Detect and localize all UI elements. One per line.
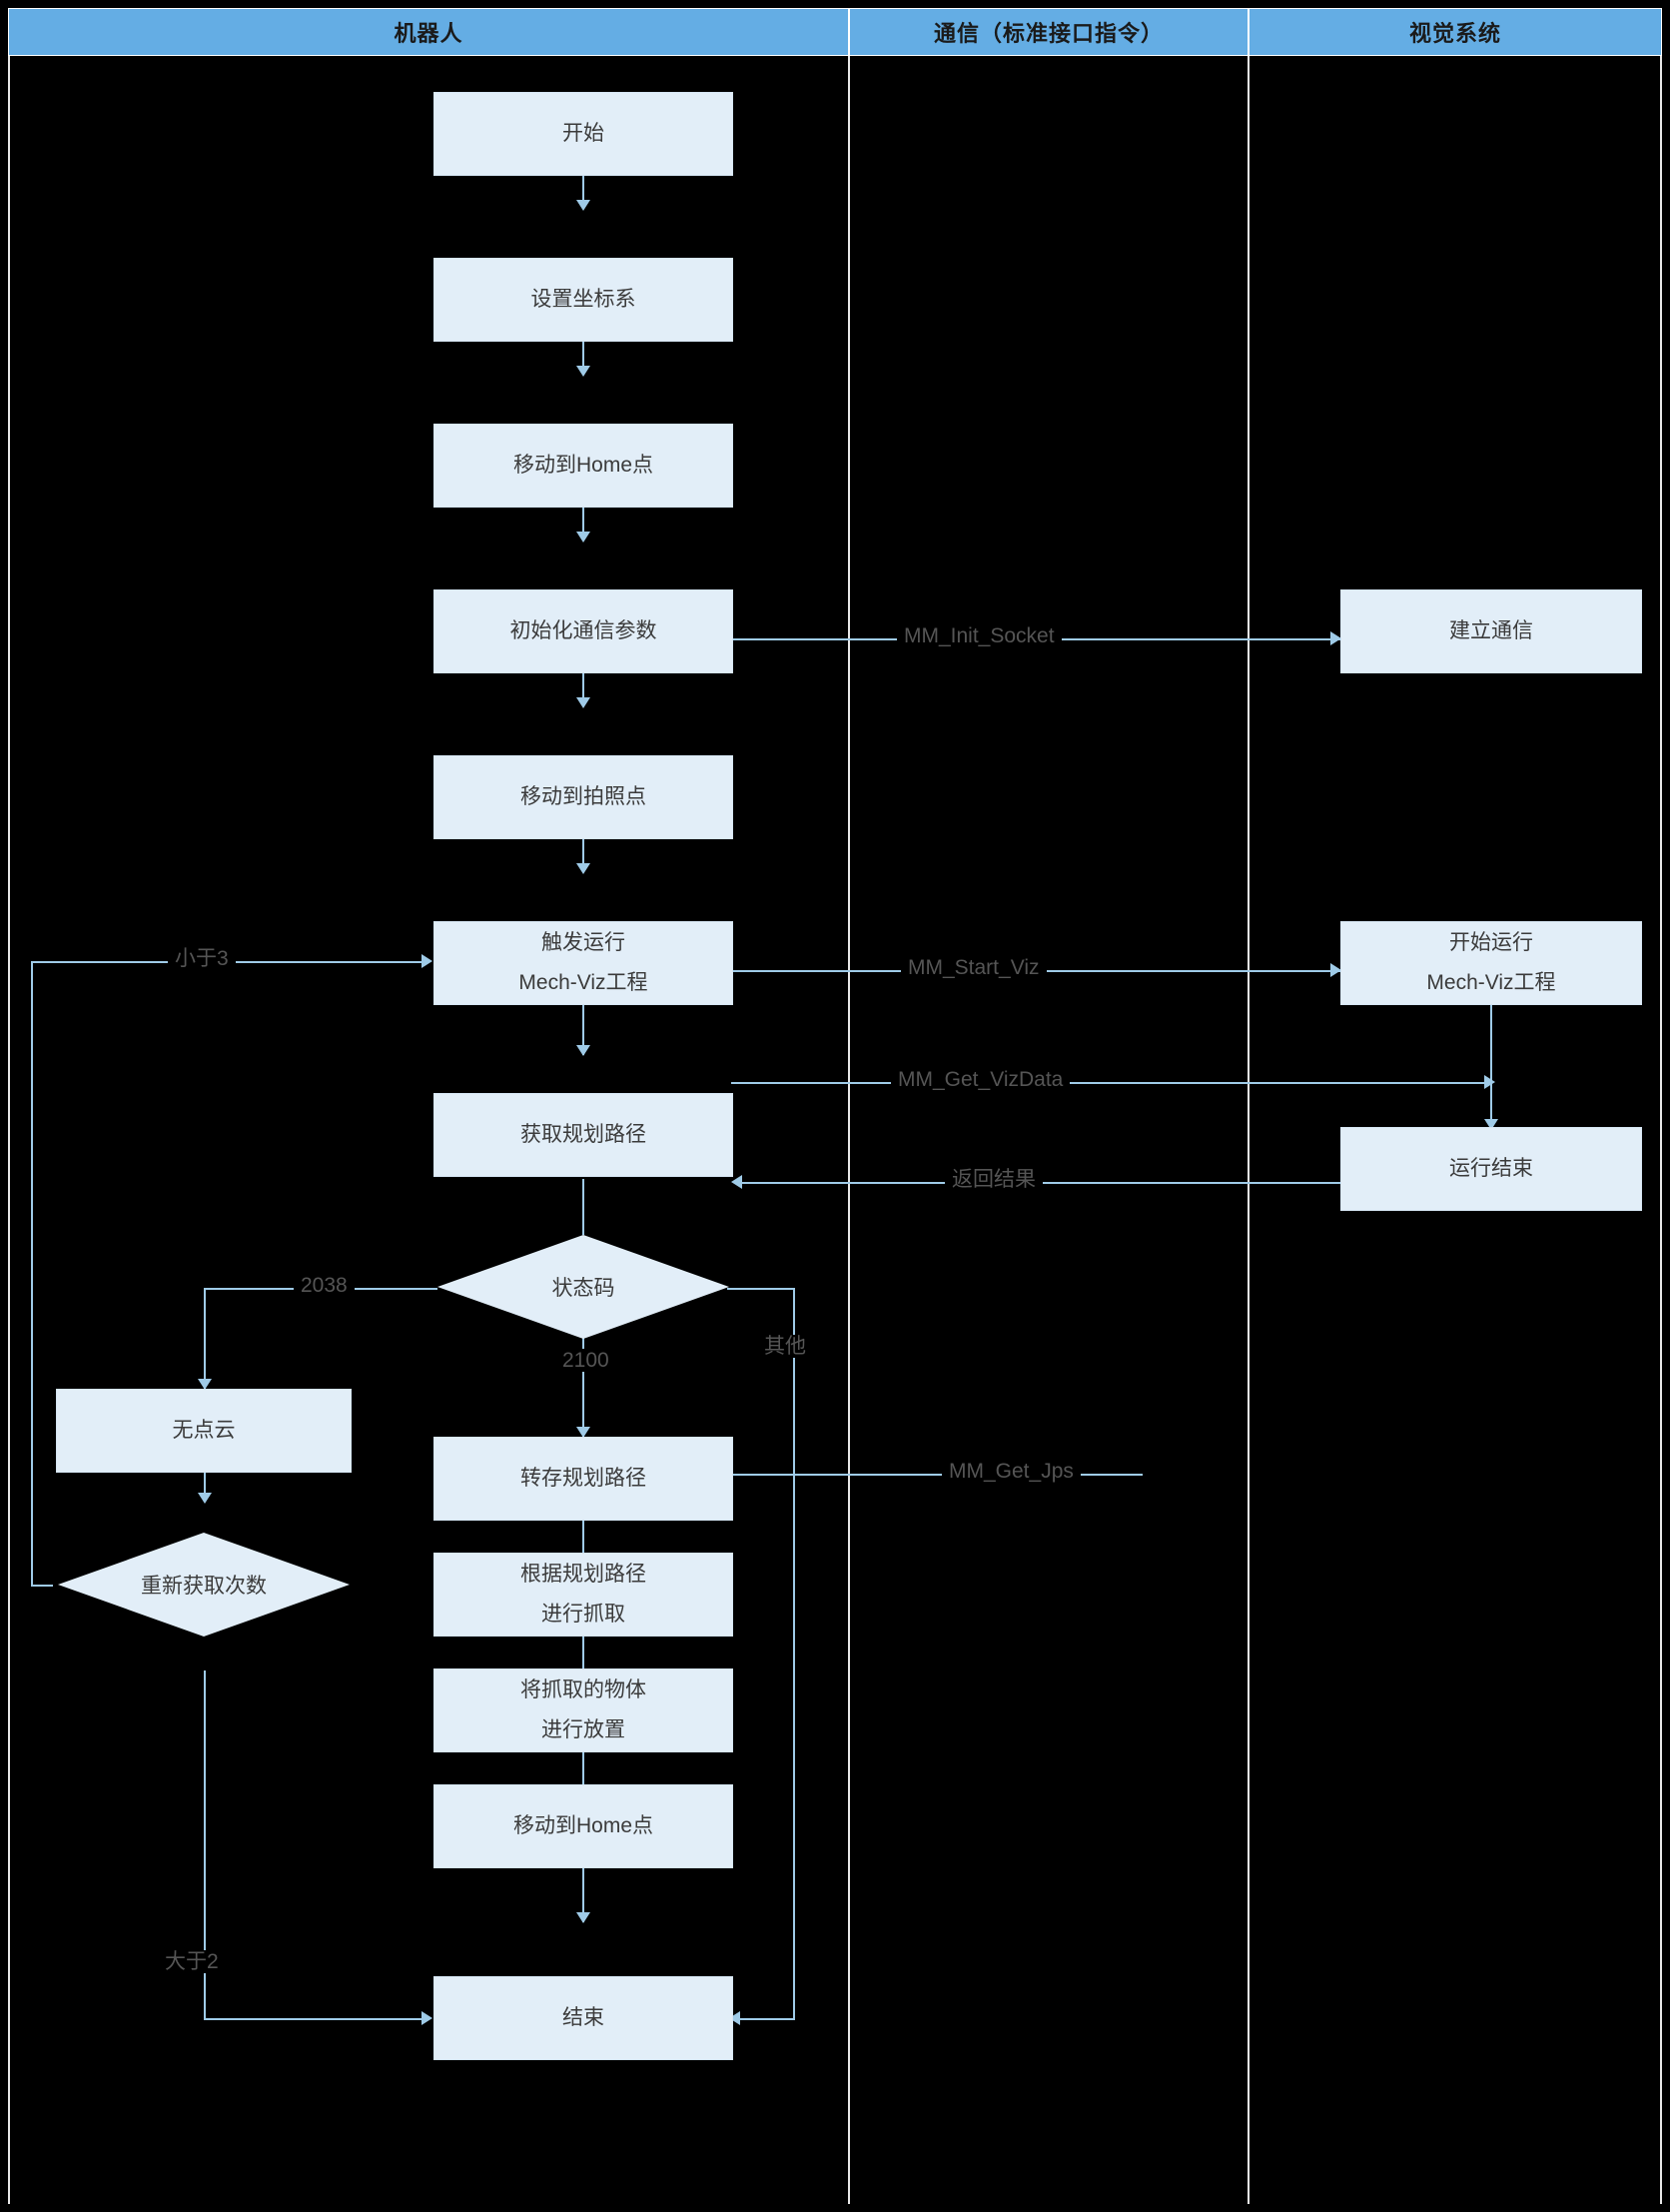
arrow-home1-to-initcomm [576, 532, 590, 543]
arrow-lessthan3-to-triggerviz [421, 954, 432, 968]
edge-label-get-vizdata: MM_Get_VizData [891, 1068, 1071, 1092]
node-init-communication-params[interactable]: 初始化通信参数 [433, 589, 733, 673]
node-grab-line1: 根据规划路径 [520, 1563, 646, 1587]
node-retry-count-decision[interactable]: 重新获取次数 [58, 1533, 350, 1637]
node-trigger-mechviz-project[interactable]: 触发运行 Mech-Viz工程 [433, 921, 733, 1005]
connector-get-jps [731, 1474, 1143, 1476]
edge-label-start-viz: MM_Start_Viz [901, 956, 1047, 980]
node-start[interactable]: 开始 [433, 92, 733, 176]
connector-get-vizdata [731, 1082, 1490, 1084]
node-place-line2: 进行放置 [541, 1718, 625, 1741]
edge-label-return-result: 返回结果 [945, 1168, 1043, 1192]
arrow-nocloud-to-retry [198, 1493, 212, 1504]
lane-separator-comm-vision [1248, 56, 1250, 2204]
lane-header-robot: 机器人 [8, 8, 849, 56]
connector-getpath-to-statuscode [582, 1179, 584, 1235]
arrow-initcomm-to-movephoto [576, 697, 590, 708]
connector-statuscode-to-savepath [582, 1333, 584, 1437]
node-start-label: 开始 [562, 122, 604, 146]
node-move-to-home-1-label: 移动到Home点 [512, 454, 654, 478]
edge-label-get-jps: MM_Get_Jps [942, 1460, 1081, 1484]
node-get-planned-path[interactable]: 获取规划路径 [433, 1093, 733, 1177]
edge-label-2038: 2038 [294, 1274, 355, 1298]
arrow-start-viz [1330, 963, 1341, 977]
connector-other-horizontal-bottom [739, 2018, 795, 2020]
connector-movephoto-to-triggerviz [582, 823, 584, 871]
node-vision-run-mechviz[interactable]: 开始运行 Mech-Viz工程 [1340, 921, 1642, 1005]
arrow-home2-to-end [576, 1912, 590, 1923]
lane-separator-robot-comm [848, 56, 850, 2204]
node-status-code-decision[interactable]: 状态码 [437, 1235, 729, 1339]
node-trigger-mechviz-line2: Mech-Viz工程 [518, 971, 648, 994]
connector-greaterthan2-horizontal [204, 2018, 427, 2020]
connector-nocloud-to-retry [204, 1449, 206, 1501]
node-get-planned-path-label: 获取规划路径 [520, 1123, 646, 1147]
node-no-point-cloud-label: 无点云 [172, 1419, 236, 1443]
node-init-communication-params-label: 初始化通信参数 [509, 619, 657, 643]
edge-label-init-socket: MM_Init_Socket [897, 624, 1062, 648]
lane-separator-right [1660, 56, 1662, 2204]
arrow-2038-to-nocloud [198, 1379, 212, 1390]
connector-grab-to-place [582, 1635, 584, 1690]
node-save-planned-path[interactable]: 转存规划路径 [433, 1437, 733, 1521]
connector-setframe-to-home1 [582, 326, 584, 374]
node-save-planned-path-label: 转存规划路径 [520, 1467, 646, 1491]
lane-header-vision: 视觉系统 [1249, 8, 1662, 56]
connector-savepath-to-grab [582, 1519, 584, 1575]
node-end-label: 结束 [562, 2006, 604, 2030]
node-move-to-capture-point[interactable]: 移动到拍照点 [433, 755, 733, 839]
node-move-to-home-1[interactable]: 移动到Home点 [433, 424, 733, 508]
node-move-to-capture-point-label: 移动到拍照点 [520, 785, 646, 809]
node-end[interactable]: 结束 [433, 1976, 733, 2060]
node-retry-count-label: 重新获取次数 [141, 1575, 267, 1598]
connector-other-horizontal-top [727, 1288, 795, 1290]
connector-home1-to-initcomm [582, 492, 584, 540]
connector-greaterthan2-vertical [204, 1670, 206, 2020]
arrow-other-to-end [729, 2011, 740, 2025]
node-move-to-home-2-label: 移动到Home点 [512, 1814, 654, 1838]
node-establish-communication[interactable]: 建立通信 [1340, 589, 1642, 673]
node-grab-by-planned-path[interactable]: 根据规划路径 进行抓取 [433, 1553, 733, 1637]
edge-label-greater-than-2: 大于2 [158, 1950, 226, 1974]
node-trigger-mechviz-line1: 触发运行 [541, 931, 625, 955]
arrow-greaterthan2-to-end [421, 2011, 432, 2025]
node-vision-run-line1: 开始运行 [1449, 931, 1533, 955]
node-vision-run-finished-label: 运行结束 [1449, 1157, 1533, 1181]
connector-visionrun-to-visiondone [1490, 999, 1492, 1129]
arrow-start-to-setframe [576, 200, 590, 211]
edge-label-2100: 2100 [555, 1349, 616, 1373]
node-vision-run-finished[interactable]: 运行结束 [1340, 1127, 1642, 1211]
node-status-code-label: 状态码 [551, 1277, 615, 1300]
node-set-coordinate-frame[interactable]: 设置坐标系 [433, 258, 733, 342]
connector-place-to-home2 [582, 1750, 584, 1806]
node-place-grabbed-object[interactable]: 将抓取的物体 进行放置 [433, 1668, 733, 1752]
arrow-statuscode-to-savepath [576, 1427, 590, 1438]
arrow-init-socket [1330, 631, 1341, 645]
connector-lessthan3-from-retry [31, 1585, 53, 1587]
edge-label-less-than-3: 小于3 [168, 947, 236, 971]
connector-home2-to-end [582, 1866, 584, 1922]
node-move-to-home-2[interactable]: 移动到Home点 [433, 1784, 733, 1868]
node-establish-communication-label: 建立通信 [1449, 619, 1533, 643]
edge-label-other: 其他 [757, 1335, 813, 1359]
lane-header-communication: 通信（标准接口指令） [849, 8, 1249, 56]
arrow-visionrun-to-visiondone [1484, 1119, 1498, 1130]
node-vision-run-line2: Mech-Viz工程 [1426, 971, 1556, 994]
connector-initcomm-to-movephoto [582, 657, 584, 705]
node-grab-line2: 进行抓取 [541, 1603, 625, 1626]
lane-separator-left [8, 56, 10, 2204]
node-no-point-cloud[interactable]: 无点云 [56, 1389, 352, 1473]
connector-start-to-setframe [582, 160, 584, 208]
connector-2038-vertical [204, 1288, 206, 1389]
node-place-line1: 将抓取的物体 [520, 1678, 646, 1702]
arrow-return-result [731, 1175, 742, 1189]
connector-lessthan3-vertical [31, 961, 33, 1587]
arrow-get-vizdata [1484, 1075, 1495, 1089]
connector-triggerviz-to-getpath [582, 999, 584, 1055]
connector-other-vertical [793, 1288, 795, 2020]
node-set-coordinate-frame-label: 设置坐标系 [530, 288, 636, 312]
arrow-movephoto-to-triggerviz [576, 863, 590, 874]
arrow-triggerviz-to-getpath [576, 1045, 590, 1056]
arrow-setframe-to-home1 [576, 366, 590, 377]
